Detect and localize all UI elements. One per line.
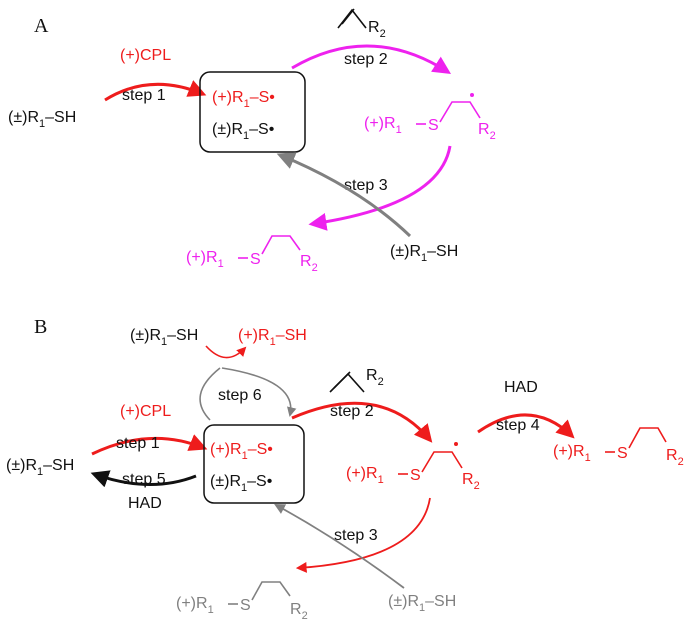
panel-b-reactant-thiol: (±)R1–SH	[6, 457, 74, 478]
panel-a-step2-arrow	[291, 44, 452, 74]
panel-a-box-chiral-radical: (+)R1–S•	[212, 89, 275, 110]
panel-a-radical-sulfur: S	[428, 117, 439, 134]
panel-b-step4-arrow	[477, 413, 575, 439]
panel-a-step1-arrow	[104, 80, 207, 102]
panel-b-step3-arrow	[295, 497, 431, 573]
panel-b-step5-arrow	[90, 470, 197, 488]
panel-b-cpl-label: (+)CPL	[120, 403, 171, 420]
panel-a-radical-r2: R2	[478, 121, 496, 142]
panel-a-alkene-double-bond	[341, 8, 355, 25]
panel-a-step1-label: step 1	[122, 87, 166, 104]
panel-b-step2-arrow	[291, 401, 433, 443]
panel-a-product: (+)R1	[186, 249, 224, 270]
panel-a-radical-box	[199, 71, 306, 153]
panel-a-product-sulfur: S	[250, 251, 261, 268]
panel-b-radical-box	[203, 424, 305, 504]
panel-b-box-racemic-radical: (±)R1–S•	[210, 473, 272, 494]
panel-b-box-chiral-radical: (+)R1–S•	[210, 441, 273, 462]
panel-b-step5-label: step 5	[122, 471, 166, 488]
panel-b-top-chiral-thiol: (+)R1–SH	[238, 327, 307, 348]
panel-a-step2-label: step 2	[344, 51, 388, 68]
panel-b-radical-r2: R2	[462, 471, 480, 492]
panel-a-radical-chain	[439, 101, 481, 123]
panel-b-radical-sulfur: S	[410, 467, 421, 484]
panel-a-reactant-thiol: (±)R1–SH	[8, 109, 76, 130]
panel-a-product-r2: R2	[300, 253, 318, 274]
panel-b-top-red-arrow	[205, 345, 247, 359]
panel-b-radical-dot	[454, 442, 458, 446]
panel-b-product-sulfur: S	[617, 445, 628, 462]
panel-b-top-racemic-thiol: (±)R1–SH	[130, 327, 198, 348]
panel-b-had-left-label: HAD	[128, 495, 162, 512]
panel-b-product-chain	[628, 427, 667, 449]
panel-b-step6-arrow	[221, 367, 297, 417]
panel-b-product: (+)R1	[553, 443, 591, 464]
panel-a-product-chain	[261, 235, 301, 255]
panel-b-label: B	[34, 316, 47, 338]
panel-a-step3-arrow	[308, 145, 452, 231]
panel-a-box-racemic-radical: (±)R1–S•	[212, 121, 274, 142]
panel-a-cpl-label: (+)CPL	[120, 47, 171, 64]
panel-b-radical-intermediate: (+)R1	[346, 465, 384, 486]
panel-b-step3-label: step 3	[334, 527, 378, 544]
panel-b-alkene-r2: R2	[366, 367, 384, 388]
panel-a-regeneration-arrow	[276, 152, 412, 238]
panel-b-product-r2: R2	[666, 447, 684, 468]
panel-a-step3-label: step 3	[344, 177, 388, 194]
panel-b-alkene-line	[329, 372, 365, 393]
panel-b-had-right-label: HAD	[504, 379, 538, 396]
panel-a-radical-intermediate: (+)R1	[364, 115, 402, 136]
panel-b-step2-label: step 2	[330, 403, 374, 420]
panel-b-step6-loop-left	[199, 367, 221, 421]
panel-b-gray-product-sulfur: S	[240, 597, 251, 614]
panel-a-radical-dot	[470, 93, 474, 97]
panel-b-step6-label: step 6	[218, 387, 262, 404]
panel-b-gray-product-chain	[251, 581, 291, 601]
panel-b-gray-thiol: (±)R1–SH	[388, 593, 456, 614]
panel-b-radical-chain	[421, 451, 463, 473]
panel-b-step1-label: step 1	[116, 435, 160, 452]
panel-b-step4-label: step 4	[496, 417, 540, 434]
panel-b-regeneration-arrow	[274, 503, 405, 589]
panel-b-step1-arrow	[91, 434, 208, 456]
panel-a-label: A	[34, 15, 49, 37]
panel-b-alkene-double-bond	[333, 371, 351, 389]
panel-a-thiol: (±)R1–SH	[390, 243, 458, 264]
panel-b-gray-product-r2: R2	[290, 601, 308, 621]
panel-a-alkene-r2: R2	[368, 19, 386, 40]
panel-b-gray-product: (+)R1	[176, 595, 214, 616]
